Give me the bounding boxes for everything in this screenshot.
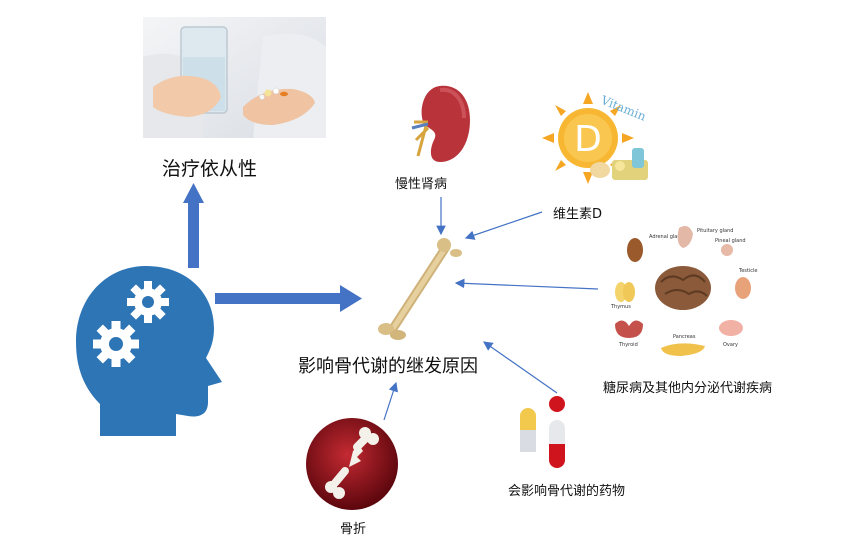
bone-icon [376, 237, 466, 341]
capsules-icon [516, 394, 576, 472]
thyroid-label: Thyroid [618, 342, 638, 348]
vitamin-d-icon: D Vitamin [536, 88, 654, 188]
vitamin-letter: D [574, 119, 602, 160]
testicle-label: Testicle [738, 268, 757, 274]
drugs-label: 会影响骨代谢的药物 [508, 484, 626, 499]
block-arrow-up [183, 183, 204, 268]
fracture-icon [305, 417, 399, 511]
thymus-label: Thymus [610, 304, 631, 310]
vitamin-d-label: 维生素D [553, 207, 603, 222]
kidney-icon [410, 82, 474, 166]
ovary-label: Ovary [723, 342, 738, 348]
adherence-label: 治疗依从性 [162, 158, 258, 180]
adherence-photo [143, 17, 326, 138]
arrow-fracture [383, 381, 398, 421]
arrow-vitamin-d [464, 211, 543, 240]
pineal-gland-label: Pineal gland [715, 238, 746, 244]
arrow-endocrine [454, 278, 599, 290]
arrow-drugs [483, 341, 558, 394]
endocrine-glands-icon: Adrenal gland Pituitary gland Pineal gla… [605, 220, 773, 370]
center-label: 影响骨代谢的继发原因 [298, 356, 478, 377]
ckd-label: 慢性肾病 [395, 177, 448, 192]
head-gears-icon [76, 262, 226, 440]
endocrine-label: 糖尿病及其他内分泌代谢疾病 [603, 381, 773, 396]
adrenal-gland-label: Adrenal gland [649, 234, 684, 240]
pituitary-gland-label: Pituitary gland [697, 228, 733, 234]
pancreas-label: Pancreas [673, 334, 696, 340]
block-arrow-right [215, 285, 362, 312]
fracture-label: 骨折 [340, 522, 367, 537]
